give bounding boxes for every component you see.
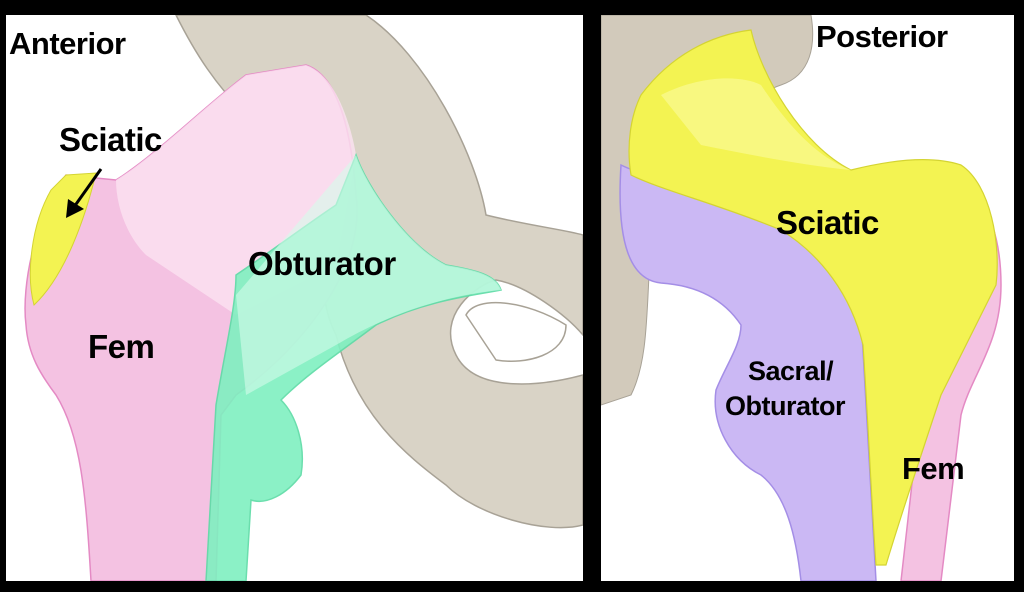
posterior-sacral-label: Sacral/ [748,356,834,386]
anterior-hip-illustration [24,15,583,581]
anterior-sciatic-label: Sciatic [59,121,162,158]
posterior-title: Posterior [816,19,948,54]
anterior-title: Anterior [9,26,126,61]
posterior-obturator-label: Obturator [725,391,846,421]
posterior-hip-illustration [601,15,1002,581]
anterior-obturator-label: Obturator [248,245,396,282]
anterior-panel: Anterior Sciatic Obturator Fem [6,15,583,581]
posterior-fem-label: Fem [902,451,965,486]
posterior-panel: Posterior Sciatic Sacral/ Obturator Fem [601,15,1014,581]
posterior-sciatic-label: Sciatic [776,204,879,241]
anterior-fem-label: Fem [88,328,155,365]
